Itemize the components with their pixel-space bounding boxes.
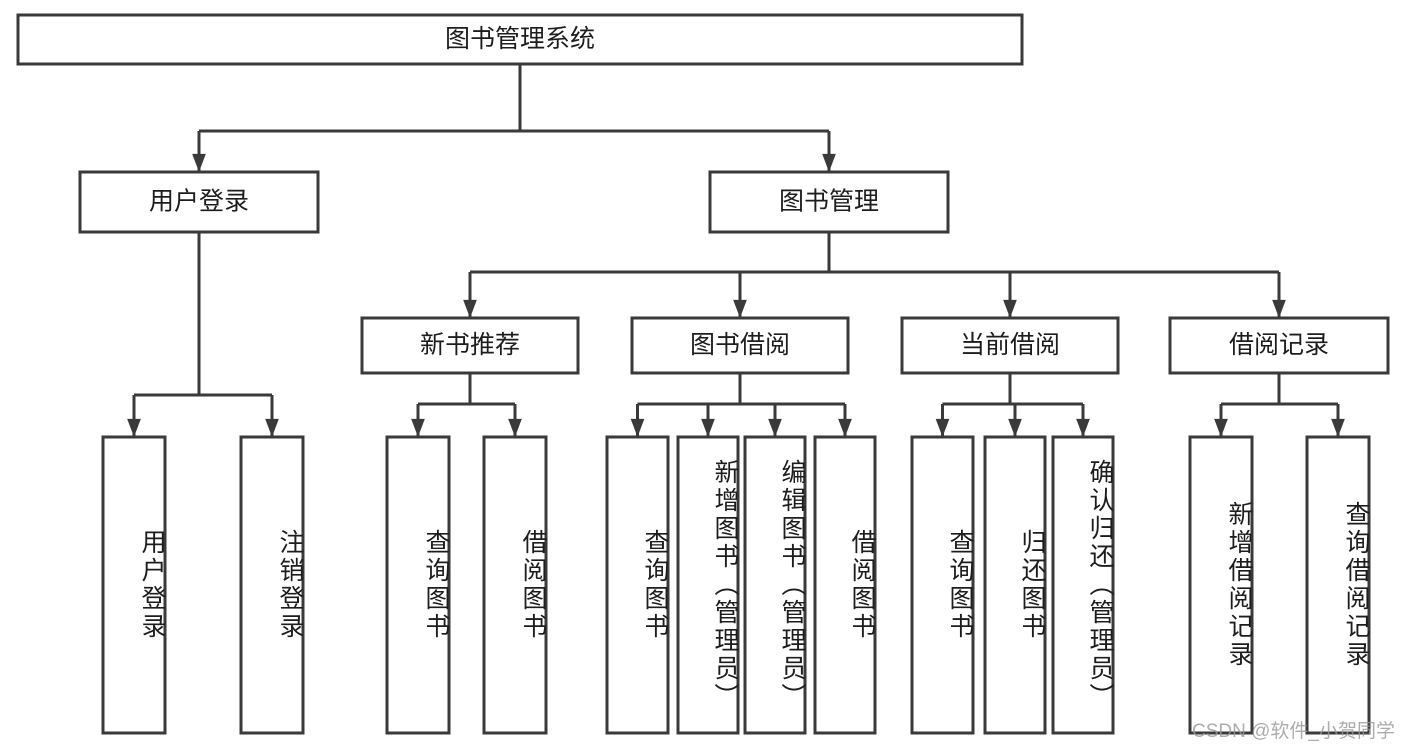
node-level3-box-current-borrow	[900, 316, 1120, 375]
node-level3-label-book-borrow: 图书借阅	[690, 331, 790, 359]
arrow-head-icon	[1331, 418, 1345, 437]
node-level2-label-user-login: 用户登录	[149, 188, 249, 216]
arrow-head-icon	[1003, 299, 1017, 318]
arrow-head-icon	[1272, 299, 1286, 318]
node-leaf-box-leaf-confirm-return-admin	[1051, 435, 1115, 735]
node-leaf-box-leaf-query-books-current	[910, 435, 975, 735]
arrow-head-icon	[733, 299, 747, 318]
node-level2-box-book-management	[708, 170, 950, 234]
arrow-head-icon	[1076, 418, 1090, 437]
arrow-head-icon	[463, 299, 477, 318]
arrow-head-icon	[630, 418, 645, 437]
node-level3-box-borrow-records	[1168, 316, 1390, 375]
arrow-head-icon	[192, 153, 206, 172]
arrow-head-icon	[701, 418, 715, 437]
node-leaf-box-leaf-query-books-recommend	[385, 435, 451, 735]
connectors-layer	[127, 64, 1345, 437]
arrow-head-icon	[265, 418, 279, 437]
arrow-head-icon	[935, 418, 950, 437]
node-level3-box-new-book-recommend	[360, 316, 580, 375]
node-leaf-box-leaf-add-borrow-record	[1188, 435, 1254, 735]
node-root-label: 图书管理系统	[445, 25, 595, 53]
node-level3-label-current-borrow: 当前借阅	[960, 331, 1060, 359]
node-level2-label-book-management: 图书管理	[779, 188, 879, 216]
node-leaf-box-leaf-user-login	[101, 435, 167, 735]
arrow-head-icon	[411, 418, 425, 437]
node-level3-box-book-borrow	[630, 316, 850, 375]
arrow-head-icon	[838, 418, 852, 437]
arrow-head-icon	[822, 153, 836, 172]
node-leaf-box-leaf-borrow-books	[813, 435, 877, 735]
node-level3-label-borrow-records: 借阅记录	[1229, 331, 1329, 359]
boxes-layer	[16, 13, 1390, 735]
node-leaf-box-leaf-return-books	[983, 435, 1047, 735]
node-leaf-box-leaf-query-borrow-record	[1305, 435, 1371, 735]
arrow-head-icon	[1008, 418, 1022, 437]
node-leaf-box-leaf-edit-book-admin	[743, 435, 807, 735]
node-level3-label-new-book-recommend: 新书推荐	[420, 331, 520, 359]
arrow-head-icon	[768, 418, 782, 437]
node-leaf-box-leaf-add-book-admin	[676, 435, 740, 735]
arrow-head-icon	[1214, 418, 1228, 437]
arrow-head-icon	[127, 418, 141, 437]
node-level2-box-user-login	[78, 170, 320, 234]
node-leaf-box-leaf-query-books-borrow	[605, 435, 670, 735]
arrow-head-icon	[508, 418, 522, 437]
node-root-box	[16, 13, 1024, 66]
csdn-watermark: CSDN @软件_小贺同学	[1192, 721, 1395, 742]
node-leaf-box-leaf-borrow-books-recommend	[482, 435, 548, 735]
node-leaf-box-leaf-logout-login	[239, 435, 305, 735]
